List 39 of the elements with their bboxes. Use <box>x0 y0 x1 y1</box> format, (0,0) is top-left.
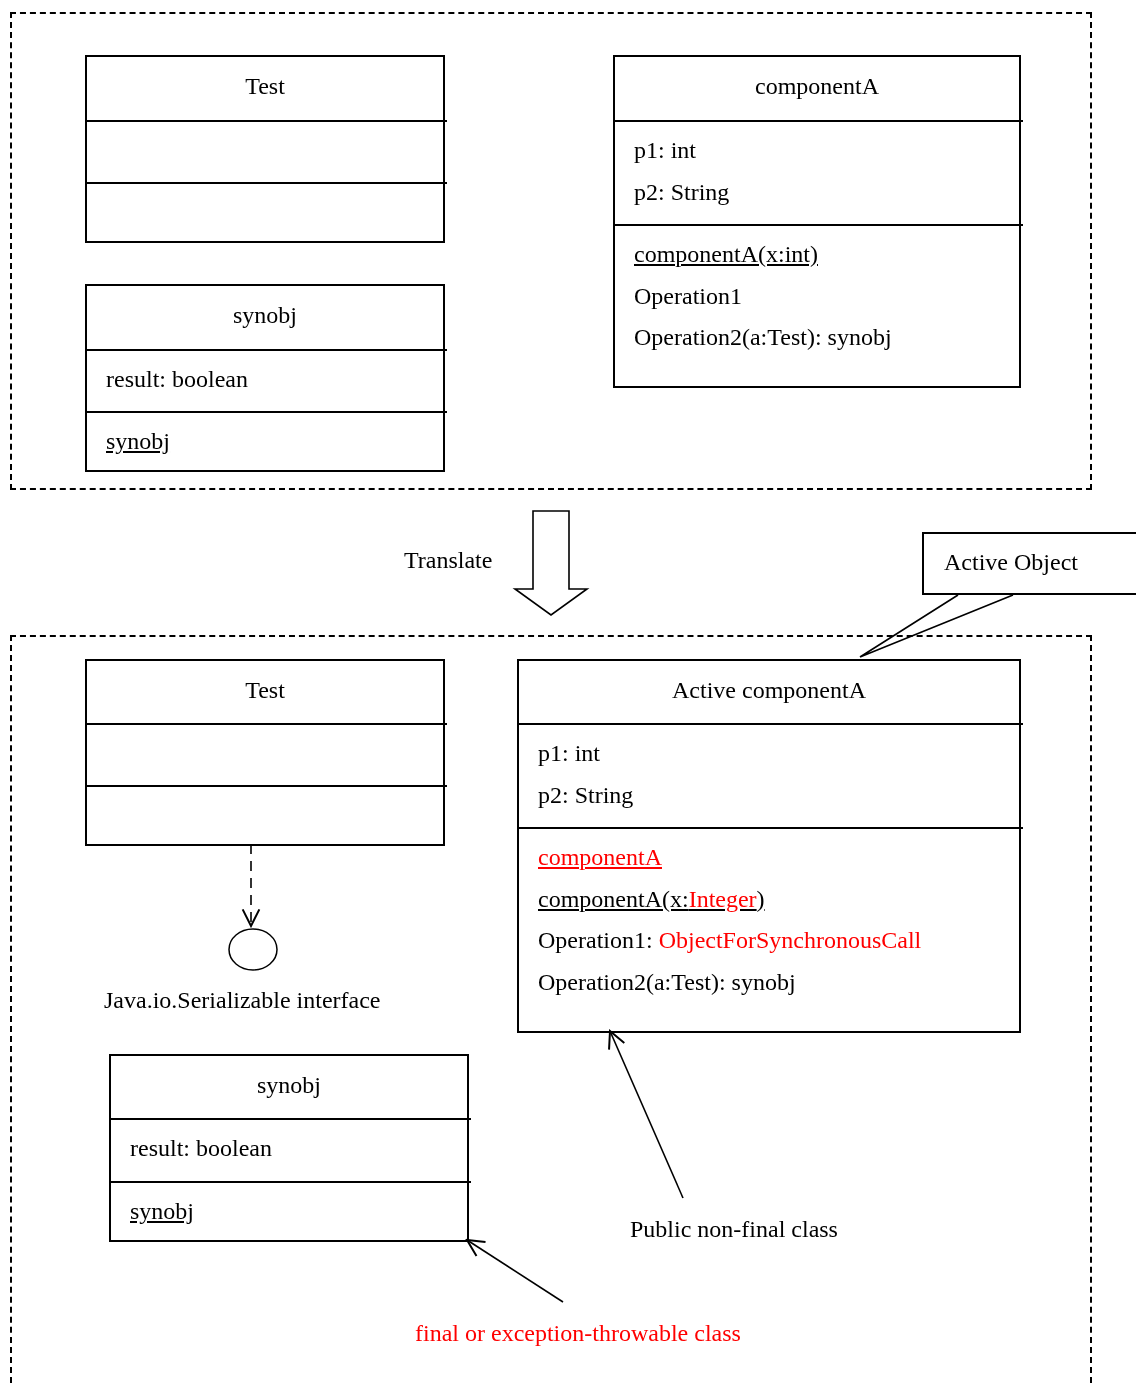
member-text: p1: int <box>634 136 696 164</box>
class-name: Test <box>244 73 286 100</box>
class-name: Active componentA <box>671 677 867 704</box>
class-box <box>109 1054 469 1242</box>
dashed-frame <box>10 12 1092 490</box>
operation-text: componentA <box>538 843 662 871</box>
operation-text: synobj <box>130 1197 194 1225</box>
operation-text: componentA(x:Integer) <box>538 884 765 913</box>
arrow <box>466 1239 564 1303</box>
class-name: synobj <box>232 302 298 329</box>
class-box <box>85 659 445 846</box>
member-text: result: boolean <box>106 365 248 393</box>
dashed-frame <box>10 635 1092 1383</box>
operation-text: Operation1 <box>634 281 742 310</box>
arrow <box>241 843 261 927</box>
annotation-text: Public non-final class <box>630 1215 890 1245</box>
operation-text: componentA(x:int) <box>634 240 818 268</box>
operation-text: Operation1: ObjectForSynchronousCall <box>538 926 922 954</box>
class-box <box>85 55 445 243</box>
interface-label: Java.io.Serializable interface <box>104 986 381 1014</box>
member-text: result: boolean <box>130 1134 272 1162</box>
class-name: synobj <box>256 1072 322 1099</box>
note-text: Active Object <box>944 549 1078 576</box>
operation-text: Operation2(a:Test): synobj <box>634 323 892 351</box>
class-box <box>613 55 1021 388</box>
operation-text: Operation2(a:Test): synobj <box>538 967 796 996</box>
callout-pointer <box>859 594 1014 658</box>
operation-text: synobj <box>106 427 170 455</box>
class-box <box>85 284 445 472</box>
class-name: componentA <box>754 73 880 100</box>
class-name: Test <box>244 677 286 704</box>
block-arrow <box>512 510 590 616</box>
class-box <box>517 659 1021 1033</box>
arrow <box>608 1030 684 1199</box>
note-box <box>922 532 1136 595</box>
member-text: p1: int <box>538 739 600 767</box>
annotation-text: final or exception-throwable class <box>415 1319 805 1349</box>
member-text: p2: String <box>634 177 730 206</box>
member-text: p2: String <box>538 780 634 809</box>
